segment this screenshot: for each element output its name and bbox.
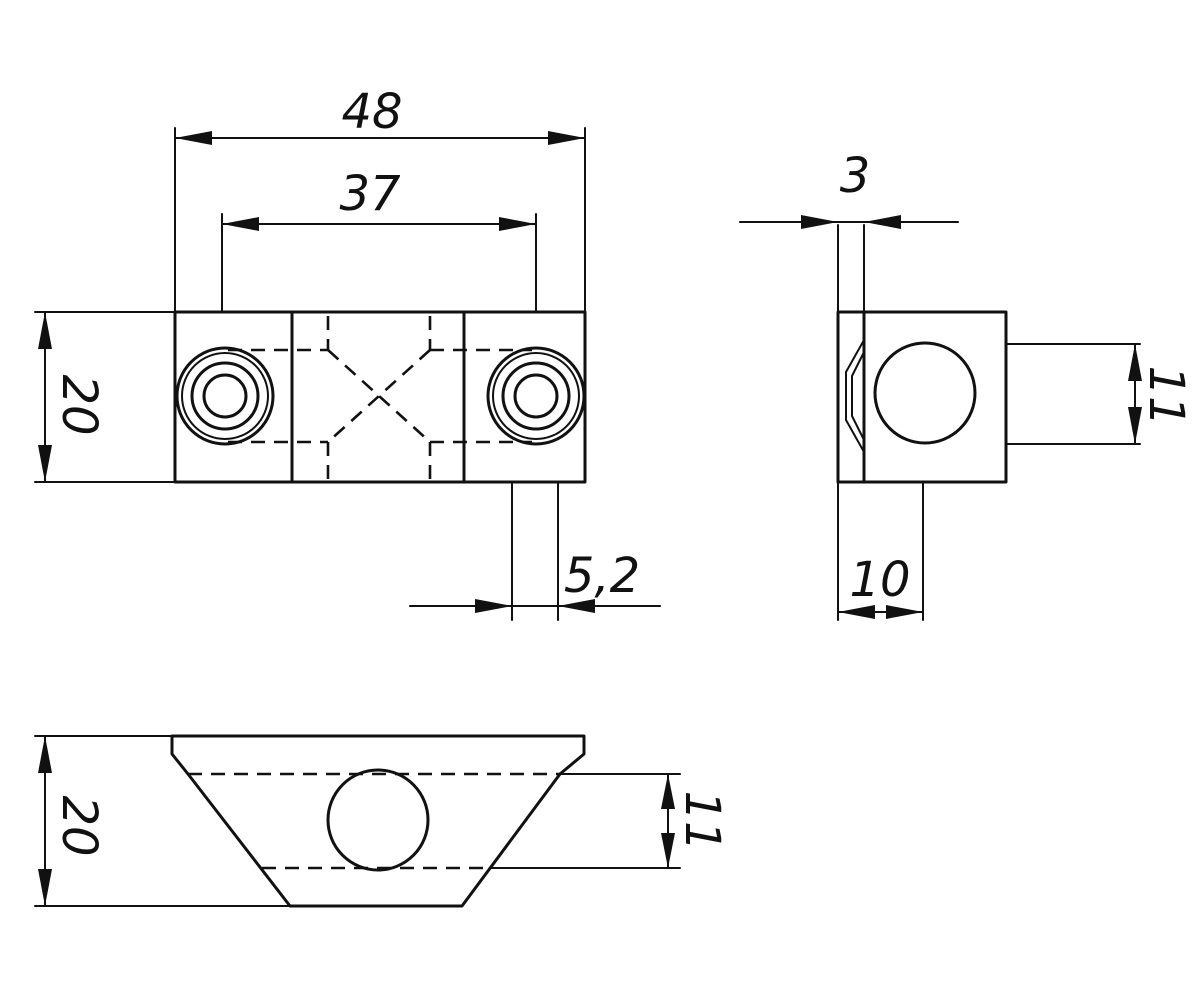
top-view-slot-circle (326, 768, 430, 872)
dim-20-top-label: 20 (51, 795, 107, 856)
side-view-countersink (845, 339, 865, 453)
side-view: 3 10 11 (739, 148, 1194, 621)
dim-11-top: 11 (661, 773, 730, 869)
top-view-outline (170, 734, 586, 908)
dim-48: 48 (174, 84, 586, 145)
dim-20-front: 20 (38, 311, 107, 483)
front-view-hole-left (175, 346, 275, 446)
dim-11-side: 11 (1128, 343, 1194, 445)
side-view-slot-circle (873, 341, 977, 445)
dim-5-2: 5,2 (409, 548, 661, 613)
dim-48-label: 48 (341, 84, 402, 140)
dim-11-top-label: 11 (674, 790, 730, 851)
dim-3: 3 (739, 148, 959, 229)
front-view-hidden-lines (228, 316, 532, 480)
top-view: 20 11 (34, 734, 730, 908)
dim-20-front-label: 20 (51, 374, 107, 435)
dim-37: 37 (221, 166, 537, 231)
front-view-hole-right (486, 346, 586, 446)
dim-10-label: 10 (849, 552, 910, 608)
dim-20-top: 20 (38, 735, 107, 907)
dim-37-label: 37 (339, 166, 401, 222)
front-view: 48 37 20 5,2 (34, 84, 661, 621)
dim-10: 10 (837, 552, 924, 619)
dim-3-label: 3 (840, 148, 871, 204)
dim-5-2-label: 5,2 (564, 548, 640, 604)
dim-11-side-label: 11 (1138, 365, 1194, 426)
